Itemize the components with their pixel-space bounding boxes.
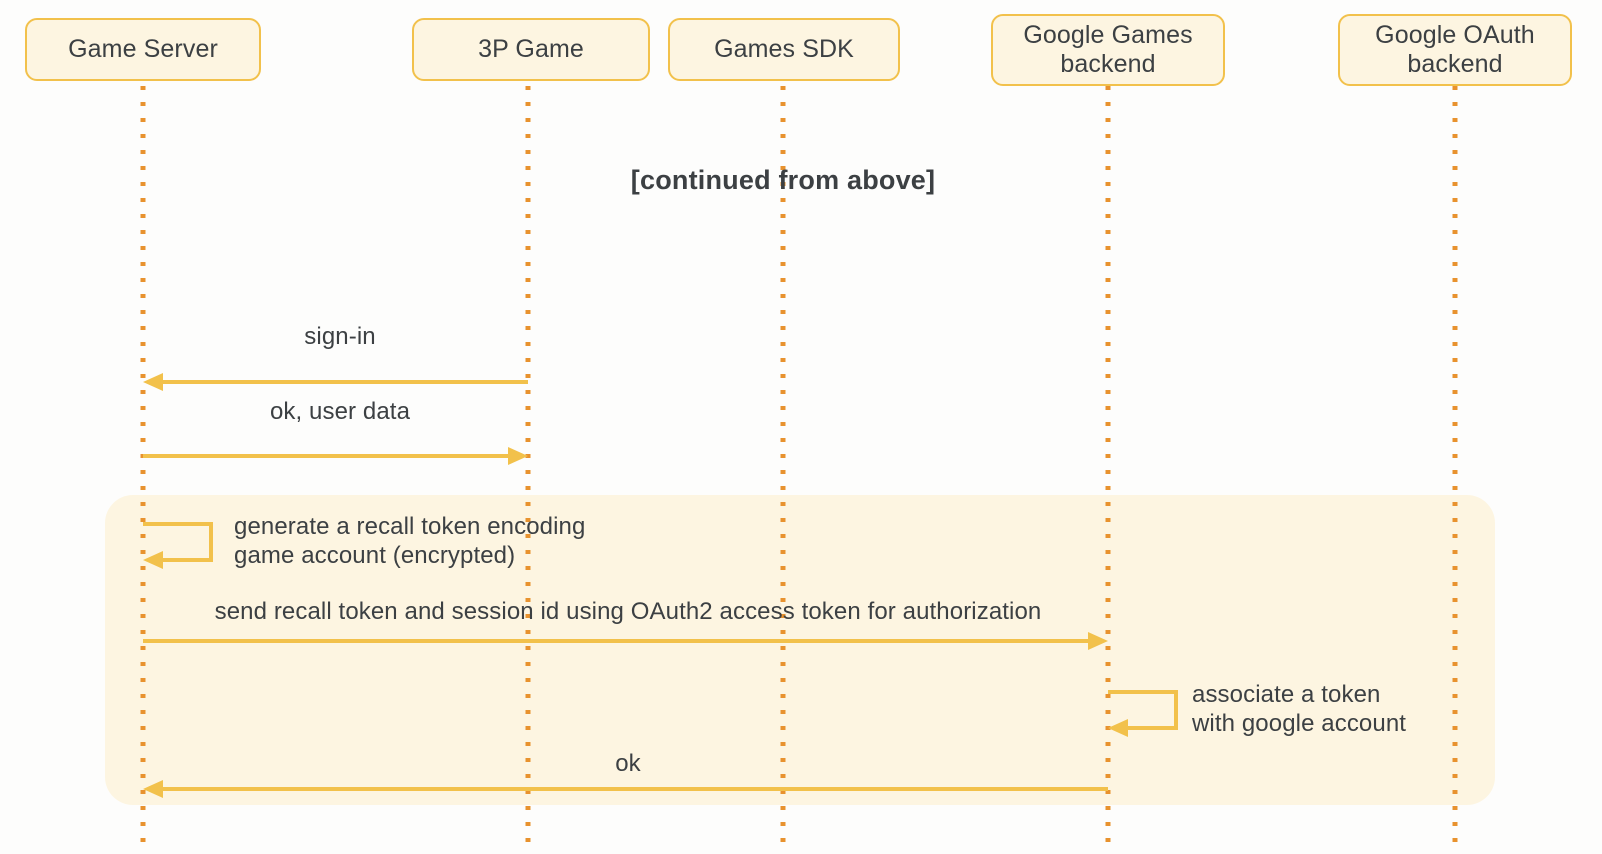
self-loop-path — [143, 522, 213, 562]
self-loop-path — [1108, 690, 1178, 730]
participant-label: Google OAuth backend — [1375, 20, 1535, 79]
arrowhead — [143, 780, 163, 798]
message-label-m5: associate a token with google account — [1192, 681, 1407, 738]
section-note: [continued from above] — [630, 165, 936, 195]
participant-label: Games SDK — [714, 34, 854, 63]
message-label-m4: send recall token and session id using O… — [214, 598, 1042, 625]
message-label-m3: generate a recall token encoding game ac… — [234, 513, 586, 570]
highlight-region — [105, 495, 1495, 805]
arrowhead — [143, 551, 163, 569]
message-label-m2: ok, user data — [269, 398, 411, 425]
arrowhead — [1088, 632, 1108, 650]
message-m1[interactable] — [143, 373, 528, 391]
message-m2[interactable] — [143, 447, 528, 465]
participant-label: Google Games backend — [1023, 20, 1193, 79]
participant-box-third-party-game[interactable]: 3P Game — [412, 18, 650, 81]
participant-label: 3P Game — [478, 34, 584, 63]
message-m3[interactable] — [143, 522, 213, 569]
arrowhead — [508, 447, 528, 465]
message-m5[interactable] — [1108, 690, 1178, 737]
message-label-m6: ok — [615, 750, 641, 777]
participant-box-game-server[interactable]: Game Server — [25, 18, 261, 81]
participant-label: Game Server — [68, 34, 218, 63]
participant-box-google-oauth-backend[interactable]: Google OAuth backend — [1338, 14, 1572, 86]
message-m6[interactable] — [143, 780, 1108, 798]
participant-box-games-sdk[interactable]: Games SDK — [668, 18, 900, 81]
message-label-m1: sign-in — [304, 323, 376, 350]
participant-box-google-games-backend[interactable]: Google Games backend — [991, 14, 1225, 86]
arrowhead — [1108, 719, 1128, 737]
arrowhead — [143, 373, 163, 391]
message-m4[interactable] — [143, 632, 1108, 650]
